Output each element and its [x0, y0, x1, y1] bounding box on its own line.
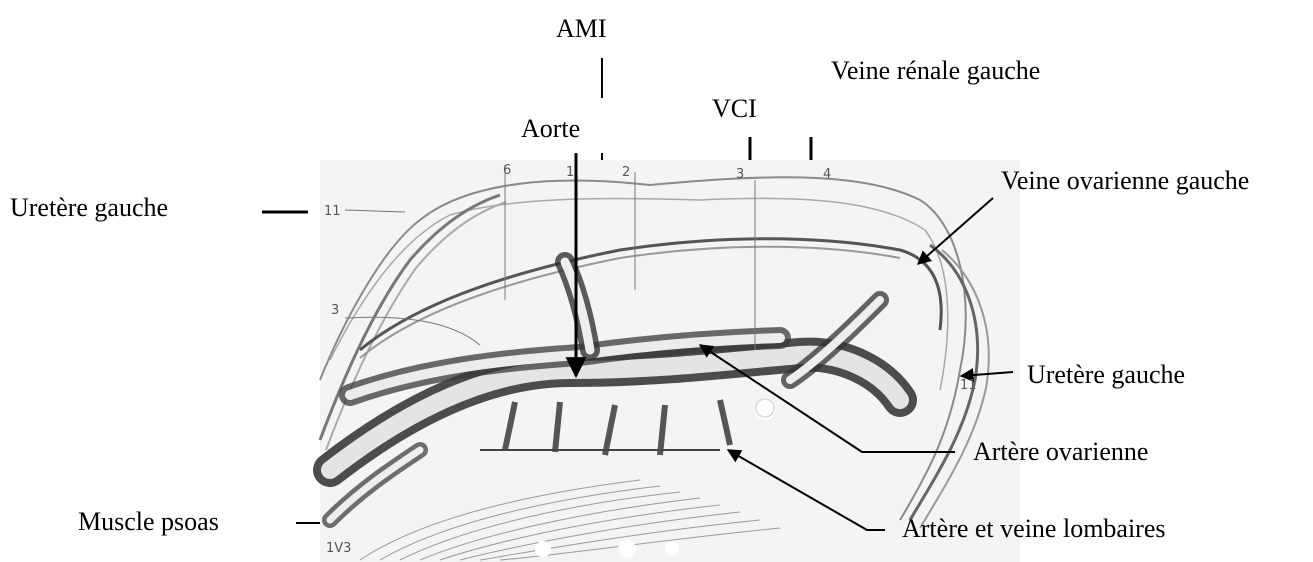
label-muscle-psoas: Muscle psoas: [78, 509, 219, 535]
figure-number-1v3: 1V3: [326, 542, 351, 555]
figure-number-11-right: 11: [960, 379, 977, 392]
label-aorte: Aorte: [521, 116, 580, 142]
drawing-panel: [320, 160, 1020, 562]
label-ami: AMI: [556, 16, 607, 42]
label-vci: VCI: [712, 96, 757, 122]
label-artere-veine-lombaires: Artère et veine lombaires: [902, 516, 1166, 542]
label-veine-renale-gauche: Veine rénale gauche: [831, 58, 1040, 84]
figure-number-3-top: 3: [736, 168, 744, 181]
figure-number-3-left: 3: [331, 304, 339, 317]
figure-number-2: 2: [622, 166, 630, 179]
figure-number-4: 4: [823, 168, 831, 181]
label-veine-ovarienne-gauche: Veine ovarienne gauche: [1001, 168, 1249, 194]
figure-number-6: 6: [503, 164, 511, 177]
label-artere-ovarienne: Artère ovarienne: [973, 439, 1148, 465]
label-uretere-gauche-right: Uretère gauche: [1027, 362, 1185, 388]
label-uretere-gauche-left: Uretère gauche: [10, 195, 168, 221]
figure-number-1: 1: [566, 166, 574, 179]
figure-number-11-left: 11: [324, 205, 341, 218]
